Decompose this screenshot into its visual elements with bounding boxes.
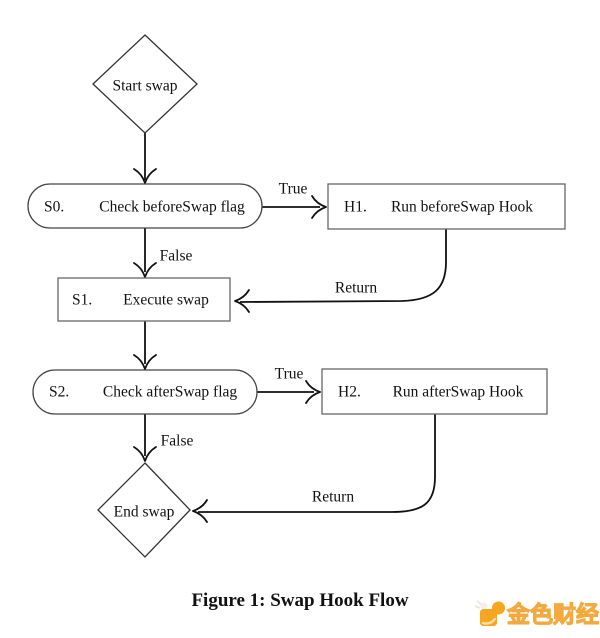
s2-node-id: S2.	[49, 384, 69, 401]
swap-hook-flow-diagram: True False Return True False Return Star…	[27, 34, 566, 558]
s0-node-id: S0.	[44, 199, 64, 216]
arrowhead-h1-to-s1	[234, 289, 250, 313]
s2-stadium-shape	[32, 369, 258, 415]
end-diamond-shape	[97, 462, 191, 558]
h1-node-id: H1.	[344, 199, 367, 216]
start-node-label: Start swap	[112, 78, 177, 95]
edge-h2-to-end	[198, 414, 436, 513]
start-diamond-shape	[92, 34, 198, 134]
arrowhead-h2-to-end	[192, 499, 208, 523]
h1-rect-shape	[327, 183, 566, 230]
node-end-swap: End swap	[97, 462, 191, 558]
figure-caption: Figure 1: Swap Hook Flow	[191, 590, 409, 611]
watermark: 金色财经	[474, 597, 600, 631]
node-start-swap: Start swap	[92, 34, 198, 134]
s1-node-id: S1.	[72, 292, 92, 309]
edge-label-return-2: Return	[312, 489, 354, 506]
h1-node-label: Run beforeSwap Hook	[391, 199, 533, 216]
h2-node-id: H2.	[338, 384, 361, 401]
node-s2-check-afterswap: S2. Check afterSwap flag	[32, 369, 258, 415]
s0-node-label: Check beforeSwap flag	[99, 199, 245, 216]
s1-rect-shape	[57, 277, 231, 322]
edge-label-false-1: False	[160, 248, 193, 265]
edge-label-true-2: True	[275, 366, 304, 383]
watermark-text: 金色财经	[507, 601, 600, 627]
edge-label-return-1: Return	[335, 280, 377, 297]
edge-h1-to-s1	[239, 229, 447, 303]
node-s1-execute-swap: S1. Execute swap	[57, 277, 231, 322]
h2-node-label: Run afterSwap Hook	[393, 384, 524, 401]
edge-label-true-1: True	[279, 181, 308, 198]
s1-node-label: Execute swap	[123, 292, 209, 309]
s2-node-label: Check afterSwap flag	[103, 384, 238, 401]
node-h2-run-afterswap-hook: H2. Run afterSwap Hook	[321, 368, 548, 415]
s0-stadium-shape	[27, 183, 263, 229]
watermark-logo-icon	[474, 600, 505, 626]
edge-label-false-2: False	[161, 433, 194, 450]
h2-rect-shape	[321, 368, 548, 415]
node-h1-run-beforeswap-hook: H1. Run beforeSwap Hook	[327, 183, 566, 230]
end-node-label: End swap	[114, 504, 175, 521]
node-s0-check-beforeswap: S0. Check beforeSwap flag	[27, 183, 263, 229]
